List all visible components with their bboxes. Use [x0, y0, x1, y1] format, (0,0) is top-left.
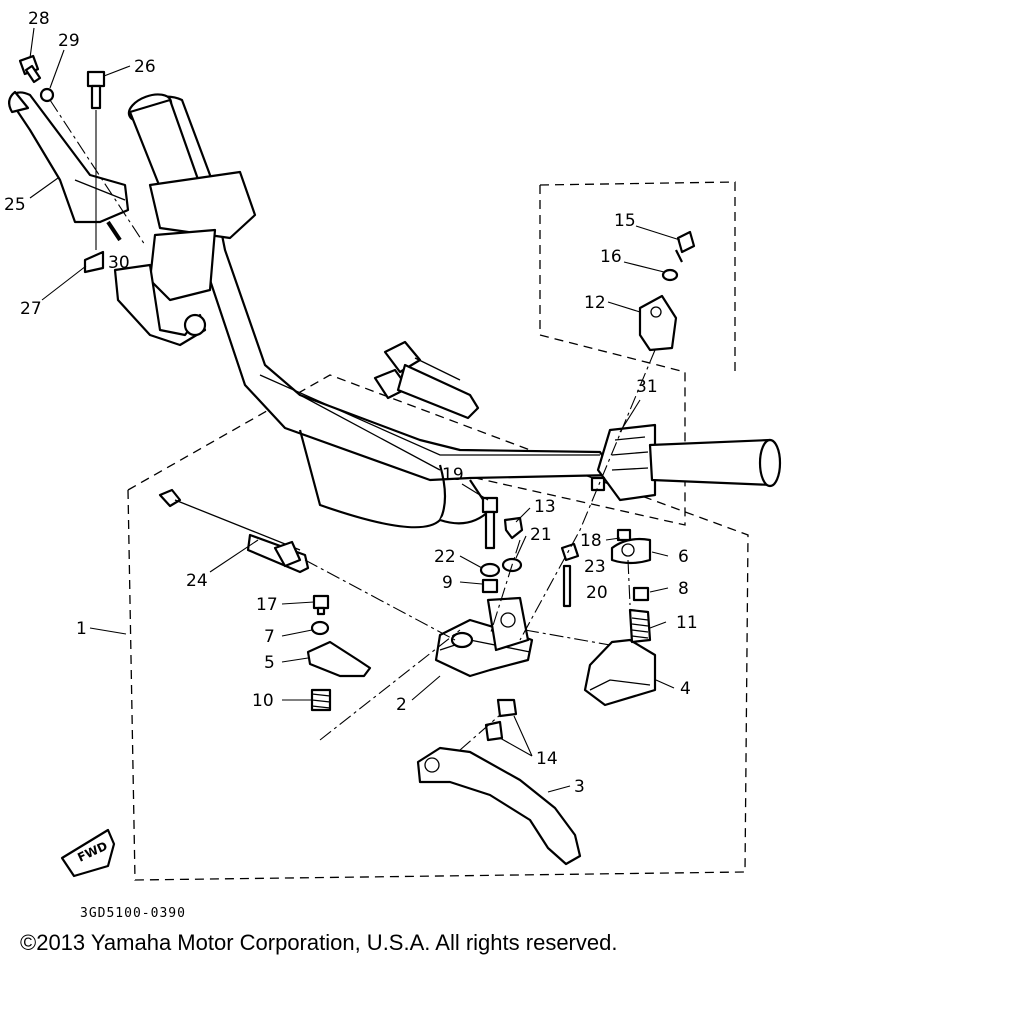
callout-7: 7: [264, 627, 275, 647]
callout-27: 27: [20, 299, 42, 319]
callout-25: 25: [4, 195, 26, 215]
center-lines: [49, 99, 656, 751]
switch-clamp: [638, 230, 696, 352]
callout-19: 19: [442, 465, 464, 485]
brake-perch: [434, 496, 534, 742]
callout-11: 11: [676, 613, 698, 633]
callout-1: 1: [76, 619, 87, 639]
callout-6: 6: [678, 547, 689, 567]
copyright-notice: ©2013 Yamaha Motor Corporation, U.S.A. A…: [20, 930, 618, 955]
left-fasteners: [18, 54, 122, 274]
left-lever: [8, 90, 130, 224]
switch-housing-4: [560, 528, 657, 707]
callout-12: 12: [584, 293, 606, 313]
callout-24: 24: [186, 571, 208, 591]
callout-4: 4: [680, 679, 691, 699]
right-grip-switch: [590, 423, 782, 502]
callout-3: 3: [574, 777, 585, 797]
assembly-boundaries: [127, 181, 749, 881]
callout-13: 13: [534, 497, 556, 517]
callout-26: 26: [134, 57, 156, 77]
callout-9: 9: [442, 573, 453, 593]
left-grip-housing: [113, 93, 257, 347]
left-small-parts: [306, 594, 372, 712]
callout-18: 18: [580, 531, 602, 551]
callout-14: 14: [536, 749, 558, 769]
callout-22: 22: [434, 547, 456, 567]
callout-23: 23: [584, 557, 606, 577]
callout-16: 16: [600, 247, 622, 267]
cable-24: [158, 488, 310, 574]
callout-29: 29: [58, 31, 80, 51]
handlebar: [133, 95, 617, 529]
diagram-code: 3GD5100-0390: [80, 906, 186, 921]
callout-10: 10: [252, 691, 274, 711]
switch-connectors: [373, 340, 480, 420]
callout-21: 21: [530, 525, 552, 545]
fwd-arrow-icon: FWD: [60, 828, 116, 878]
brake-lever: [416, 746, 582, 866]
callout-30: 30: [108, 253, 130, 273]
callout-5: 5: [264, 653, 275, 673]
callout-2: 2: [396, 695, 407, 715]
callout-15: 15: [614, 211, 636, 231]
callout-31: 31: [636, 377, 658, 397]
callout-leaders: [29, 27, 681, 793]
callouts: 28 29 26 25 30 27 15 16 12 31 19 13 21 2…: [4, 9, 698, 797]
callout-17: 17: [256, 595, 278, 615]
callout-20: 20: [586, 583, 608, 603]
callout-8: 8: [678, 579, 689, 599]
callout-28: 28: [28, 9, 50, 29]
